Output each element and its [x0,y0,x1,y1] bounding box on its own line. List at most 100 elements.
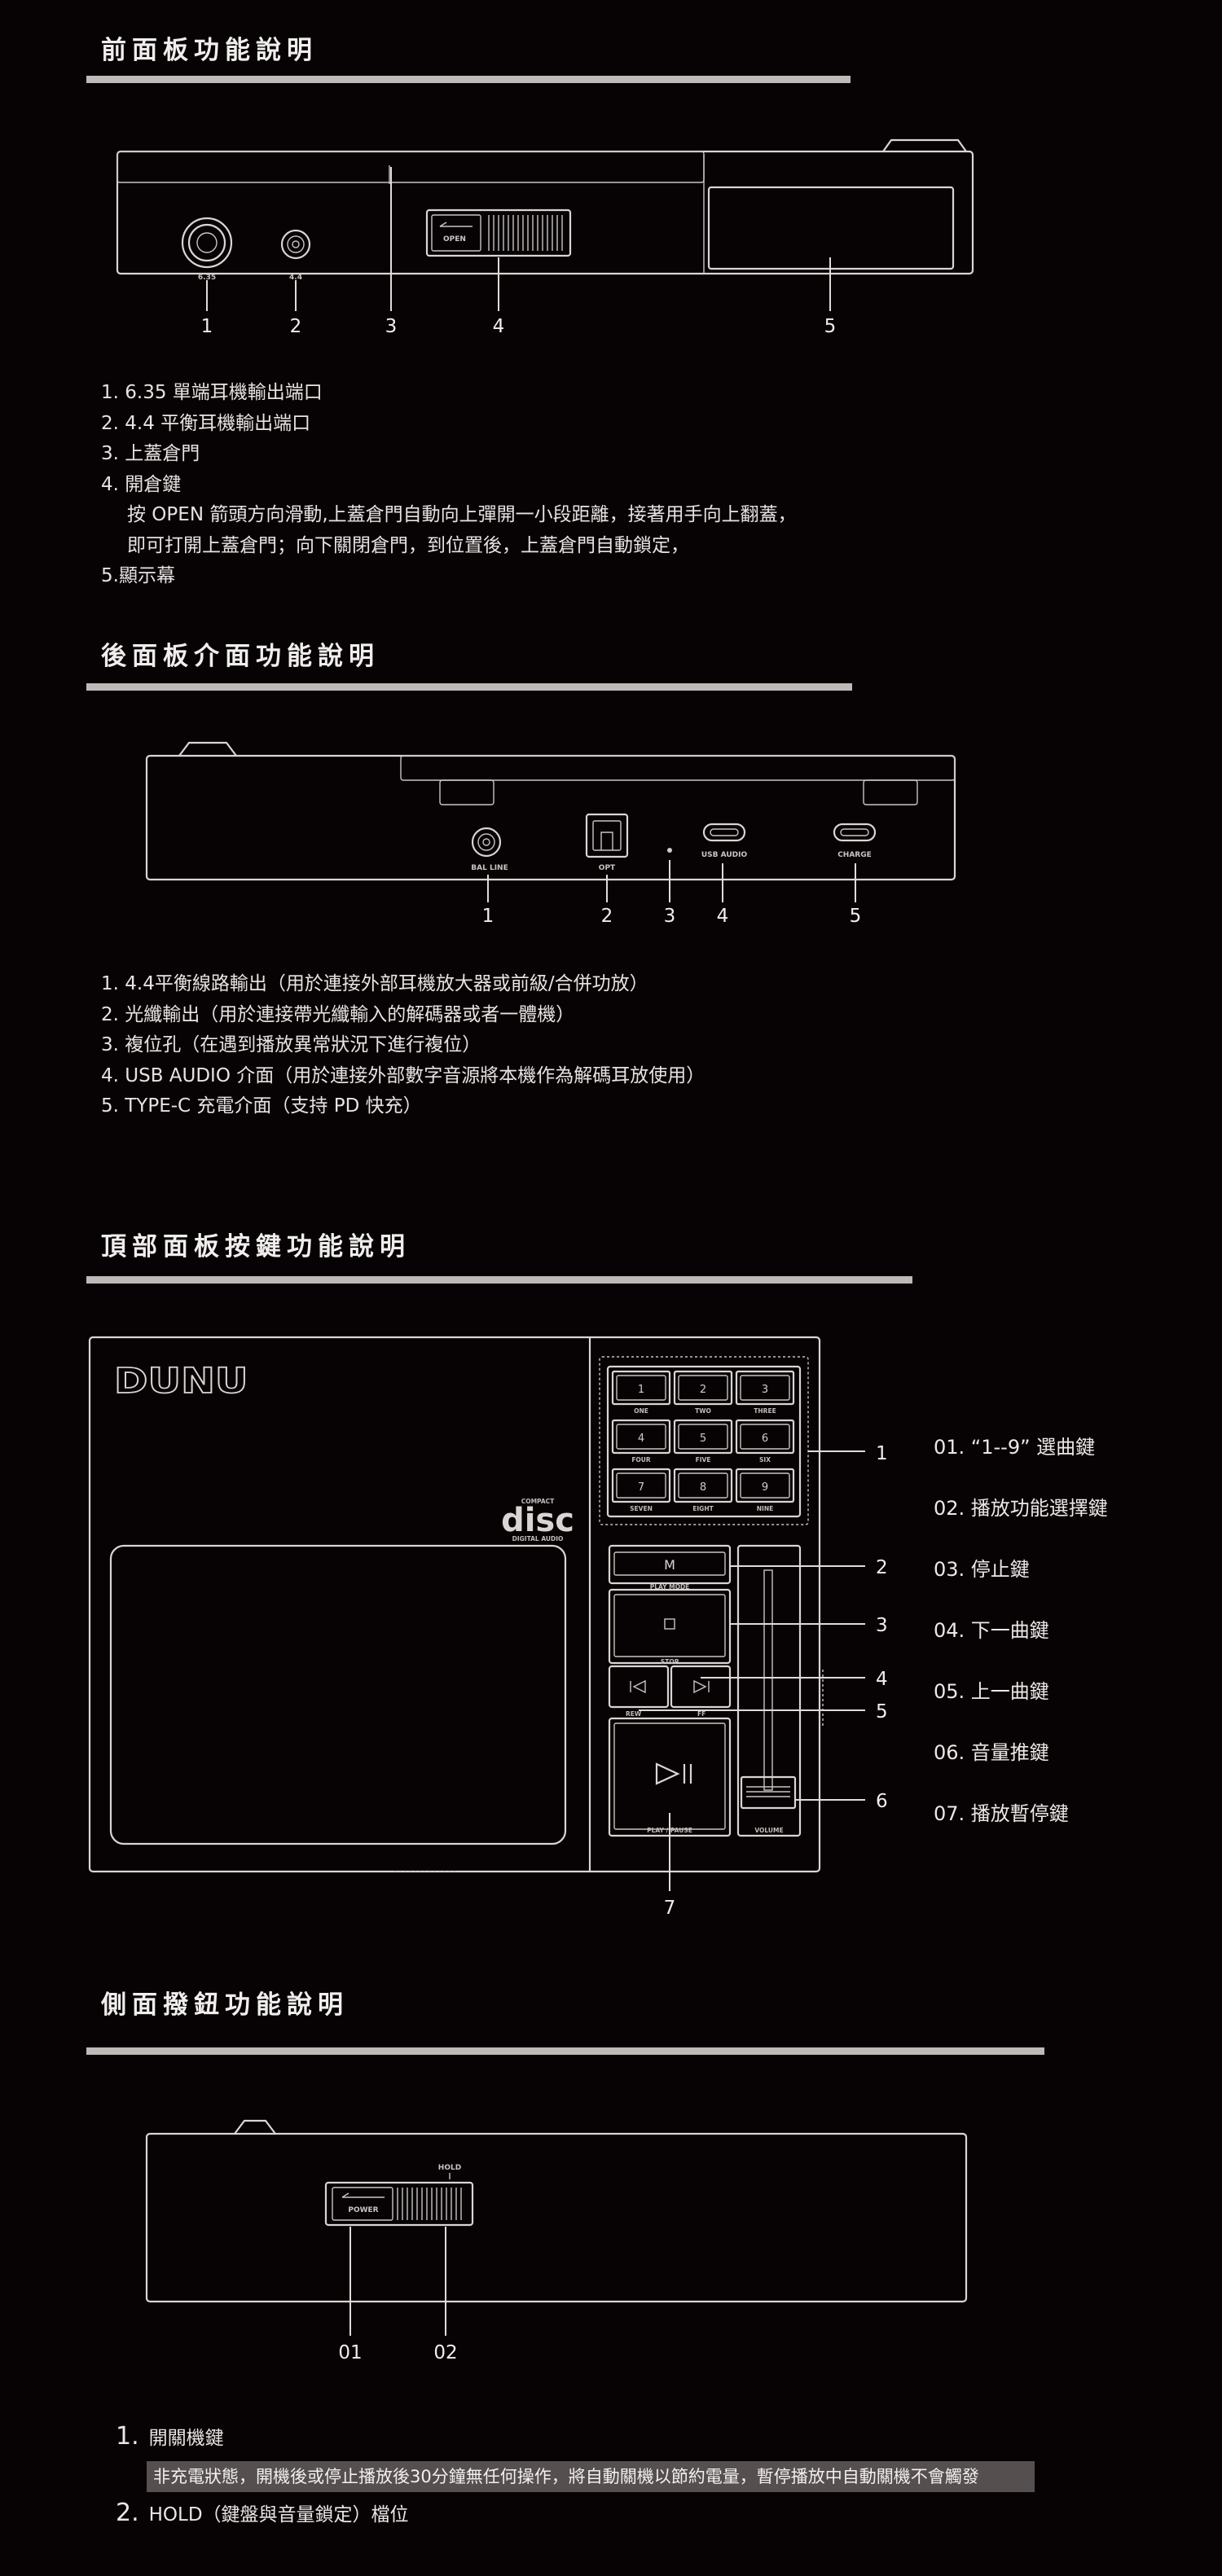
open-slider[interactable]: OPEN [425,208,572,257]
note-number: 1. [116,2422,139,2451]
key-word: NINE [757,1505,773,1512]
play-mode-button[interactable]: M PLAY MODE [608,1544,732,1591]
reset-hole[interactable] [667,848,672,853]
key-digit: 2 [700,1384,706,1396]
legend-item: 04. 下一曲鍵 [934,1619,1049,1642]
stop-button[interactable]: STOP [608,1588,732,1665]
side-note-2: 2. HOLD（鍵盤與音量鎖定）檔位 [116,2499,409,2527]
key-digit: 8 [700,1481,706,1494]
volume-slider-knob [740,1775,797,1810]
top-callout-1: 1 [876,1443,888,1464]
list-item: 1. 4.4平衡線路輸出（用於連接外部耳機放大器或前級/合併功放） [101,973,648,994]
front-callout-4: 4 [493,316,505,337]
front-section-title: 前面板功能說明 [101,36,318,65]
stop-icon [664,1618,675,1630]
top-callout-2: 2 [876,1557,888,1578]
front-callout-5: 5 [824,316,837,337]
key-word: FIVE [696,1456,711,1464]
legend-item: 02. 播放功能選擇鍵 [934,1497,1108,1520]
legend-item: 01. “1--9” 選曲鍵 [934,1436,1096,1459]
rear-description-list: 1. 4.4平衡線路輸出（用於連接外部耳機放大器或前級/合併功放） 2. 光纖輸… [101,969,705,1122]
top-title-rule [86,1276,912,1284]
top-panel-diagram: DUNU COMPACT disc DIGITAL AUDIO 1ONE2TWO… [88,1336,888,1919]
side-panel-diagram: HOLD POWER 01 02 [145,2119,968,2363]
volume-label: VOLUME [754,1827,783,1834]
key-word: FOUR [631,1456,651,1464]
legend-item: 06. 音量推鍵 [934,1741,1049,1764]
key-digit: 5 [700,1433,706,1445]
list-item: 2. 4.4 平衡耳機輸出端口 [101,412,311,434]
list-item: 5.顯示幕 [101,565,175,586]
charge-label: CHARGE [837,851,872,859]
key-digit: 6 [762,1433,768,1445]
side-title-rule [86,2047,1044,2055]
legend-item: 07. 播放暫停鍵 [934,1802,1069,1825]
svg-text:disc: disc [501,1502,574,1539]
charge-port [833,823,877,842]
rear-section-title: 後面板介面功能說明 [101,642,380,671]
front-panel-diagram: 6.35 4.4 OPEN 1 2 3 4 5 [116,138,974,337]
key-word: EIGHT [692,1505,714,1512]
side-section-title: 側面撥鈕功能說明 [101,1990,349,2020]
top-callout-3: 3 [876,1615,888,1636]
rear-callout-3: 3 [664,906,676,927]
list-item: 2. 光纖輸出（用於連接帶光纖輸入的解碼器或者一體機） [101,1003,575,1025]
list-item: 4. USB AUDIO 介面（用於連接外部數字音源將本機作為解碼耳放使用） [101,1064,706,1086]
jack-635-label: 6.35 [198,274,216,282]
key-word: ONE [634,1407,648,1415]
rear-title-rule [86,683,852,691]
key-digit: 3 [762,1384,768,1396]
number-keypad: 1ONE2TWO3THREE4FOUR5FIVE6SIX7SEVEN8EIGHT… [611,1370,795,1512]
note-title: HOLD（鍵盤與音量鎖定）檔位 [148,2504,409,2526]
key-digit: 9 [762,1481,768,1494]
top-callout-6: 6 [876,1791,888,1812]
list-item: 5. TYPE-C 充電介面（支持 PD 快充） [101,1095,422,1117]
svg-text:DIGITAL AUDIO: DIGITAL AUDIO [512,1535,564,1543]
bal-line-label: BAL LINE [471,864,508,872]
mode-key-glyph: M [664,1557,675,1573]
play-mode-label: PLAY MODE [650,1583,690,1591]
key-word: THREE [754,1407,776,1415]
previous-track-button[interactable]: REW [608,1665,670,1718]
top-callout-5: 5 [876,1701,888,1722]
next-icon [693,1679,710,1694]
power-hold-switch[interactable]: POWER [324,2181,474,2227]
list-item: 1. 6.35 單端耳機輸出端口 [101,382,323,403]
key-digit: 1 [638,1384,644,1396]
top-button-legend: 01. “1--9” 選曲鍵 02. 播放功能選擇鍵 03. 停止鍵 04. 下… [934,1431,1108,1858]
volume-slider[interactable]: VOLUME [736,1544,802,1837]
power-label: POWER [348,2206,378,2214]
key-digit: 4 [638,1433,644,1445]
key-word: SIX [759,1456,771,1464]
list-item: 即可打開上蓋倉門；向下關閉倉門，到位置後，上蓋倉門自動鎖定， [127,534,689,556]
optical-port [585,813,629,858]
side-note-1-detail: 非充電狀態，開機後或停止播放後30分鐘無任何操作，將自動關機以節約電量，暫停播放… [147,2461,1035,2492]
front-description-list: 1. 6.35 單端耳機輸出端口 2. 4.4 平衡耳機輸出端口 3. 上蓋倉門… [101,378,797,592]
front-callout-2: 2 [290,316,302,337]
rear-callout-1: 1 [482,906,495,927]
list-item: 按 OPEN 箭頭方向滑動,上蓋倉門自動向上彈開一小段距離，接著用手向上翻蓋， [127,504,797,525]
next-track-button[interactable]: FF [670,1665,732,1718]
rear-callout-2: 2 [601,906,613,927]
jack-635-port [181,217,233,269]
ff-label: FF [697,1710,706,1718]
front-callout-1: 1 [201,316,213,337]
note-title: 開關機鍵 [148,2428,224,2449]
play-pause-icon [655,1762,692,1785]
front-callout-3: 3 [385,316,398,337]
top-callout-4: 4 [876,1669,888,1690]
previous-icon [630,1679,646,1694]
rew-label: REW [626,1710,642,1718]
bal-line-port [471,827,502,858]
front-title-rule [86,76,851,83]
note-number: 2. [116,2499,139,2527]
